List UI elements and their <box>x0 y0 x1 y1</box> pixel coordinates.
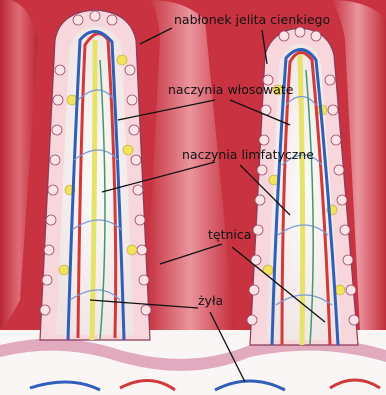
label-epithelium: nabłonek jelita cienkiego <box>174 12 330 27</box>
label-lymphatics: naczynia limfatyczne <box>182 147 314 162</box>
label-artery: tętnica <box>208 227 251 242</box>
villus-left-lymphatic <box>92 40 95 340</box>
label-capillaries: naczynia włosowate <box>168 82 294 97</box>
villus-left <box>40 10 151 340</box>
label-vein: żyła <box>198 293 223 308</box>
